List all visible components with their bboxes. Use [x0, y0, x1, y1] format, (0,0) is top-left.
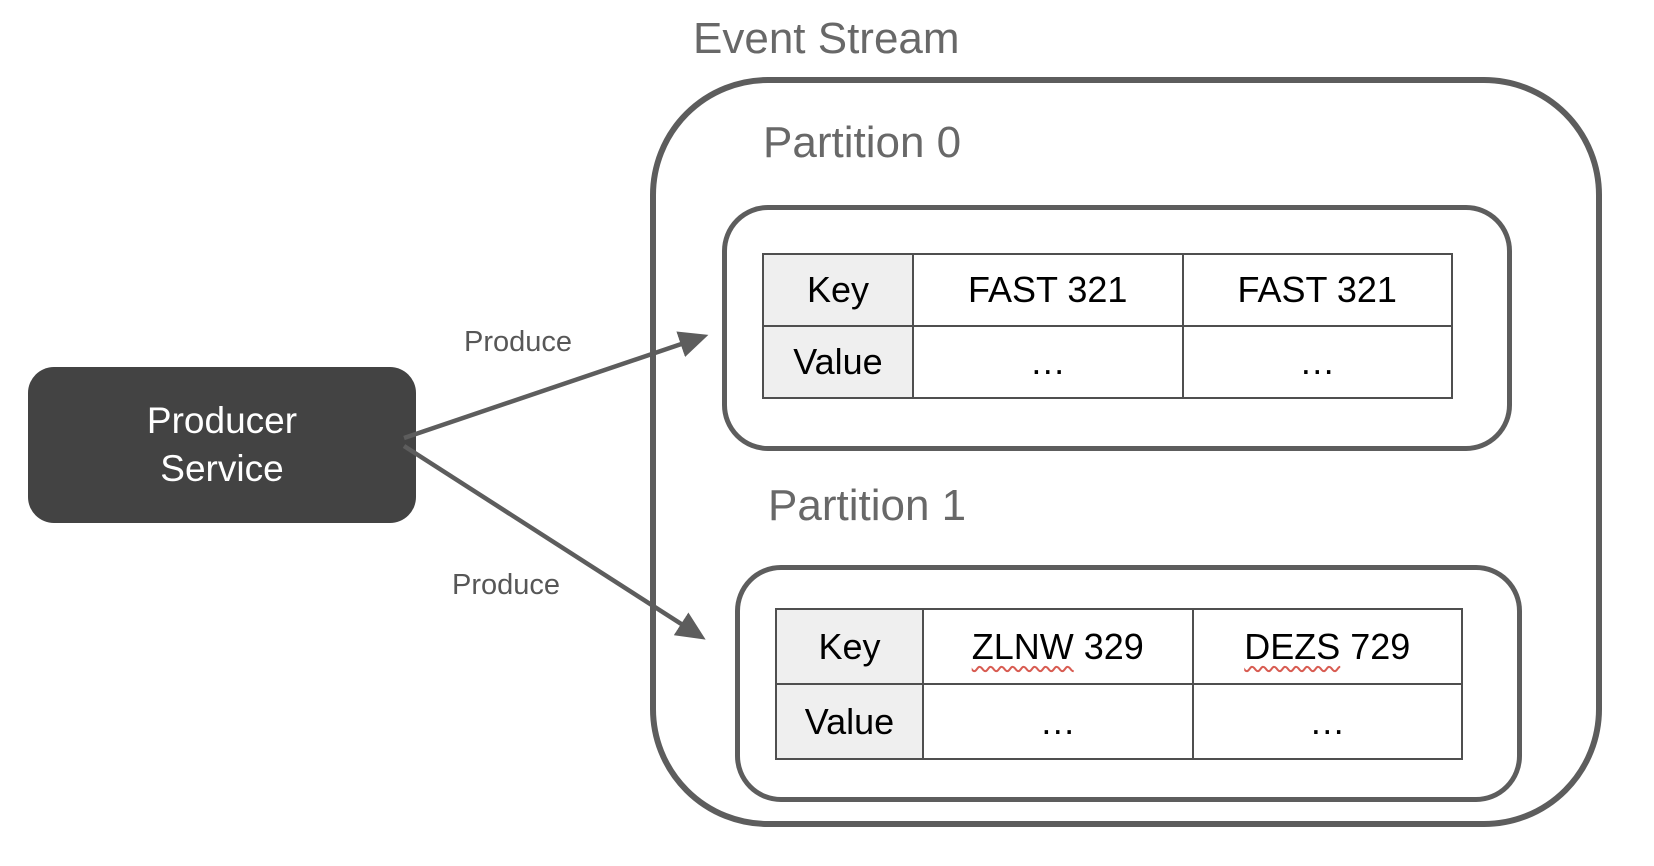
producer-label-line-2: Service [160, 448, 284, 489]
value-cell: … [1181, 325, 1453, 399]
value-row: Value … … [775, 683, 1463, 760]
value-cell: … [922, 683, 1194, 760]
key-cell: FAST 321 [912, 253, 1184, 327]
key-word: DEZS [1244, 625, 1341, 667]
value-cell: … [1191, 683, 1463, 760]
event-stream-title: Event Stream [693, 14, 960, 63]
partition-1-table: Key ZLNW 329 DEZS 729 Value … … [775, 608, 1463, 760]
partition-0-title: Partition 0 [763, 118, 962, 167]
partition-0-table: Key FAST 321 FAST 321 Value … … [762, 253, 1453, 399]
produce-label-bottom: Produce [452, 569, 561, 601]
value-cell: … [912, 325, 1184, 399]
row-header-value: Value [762, 325, 914, 399]
key-cell: DEZS 729 [1191, 608, 1463, 685]
key-cell: ZLNW 329 [922, 608, 1194, 685]
key-word: FAST [968, 269, 1058, 310]
row-header-value: Value [775, 683, 924, 760]
key-number: 321 [1326, 269, 1397, 310]
key-number: 329 [1073, 625, 1144, 667]
key-word: ZLNW [971, 625, 1074, 667]
key-word: FAST [1237, 269, 1327, 310]
row-header-key: Key [775, 608, 924, 685]
key-number: 321 [1057, 269, 1128, 310]
key-row: Key FAST 321 FAST 321 [762, 253, 1453, 327]
producer-service-box: Producer Service [28, 367, 416, 523]
key-cell: FAST 321 [1181, 253, 1453, 327]
key-number: 729 [1340, 625, 1411, 667]
producer-label-line-1: Producer [146, 400, 298, 441]
row-header-key: Key [762, 253, 914, 327]
partition-1-title: Partition 1 [768, 481, 967, 530]
value-row: Value … … [762, 325, 1453, 399]
produce-label-top: Produce [464, 326, 573, 358]
key-row: Key ZLNW 329 DEZS 729 [775, 608, 1463, 685]
